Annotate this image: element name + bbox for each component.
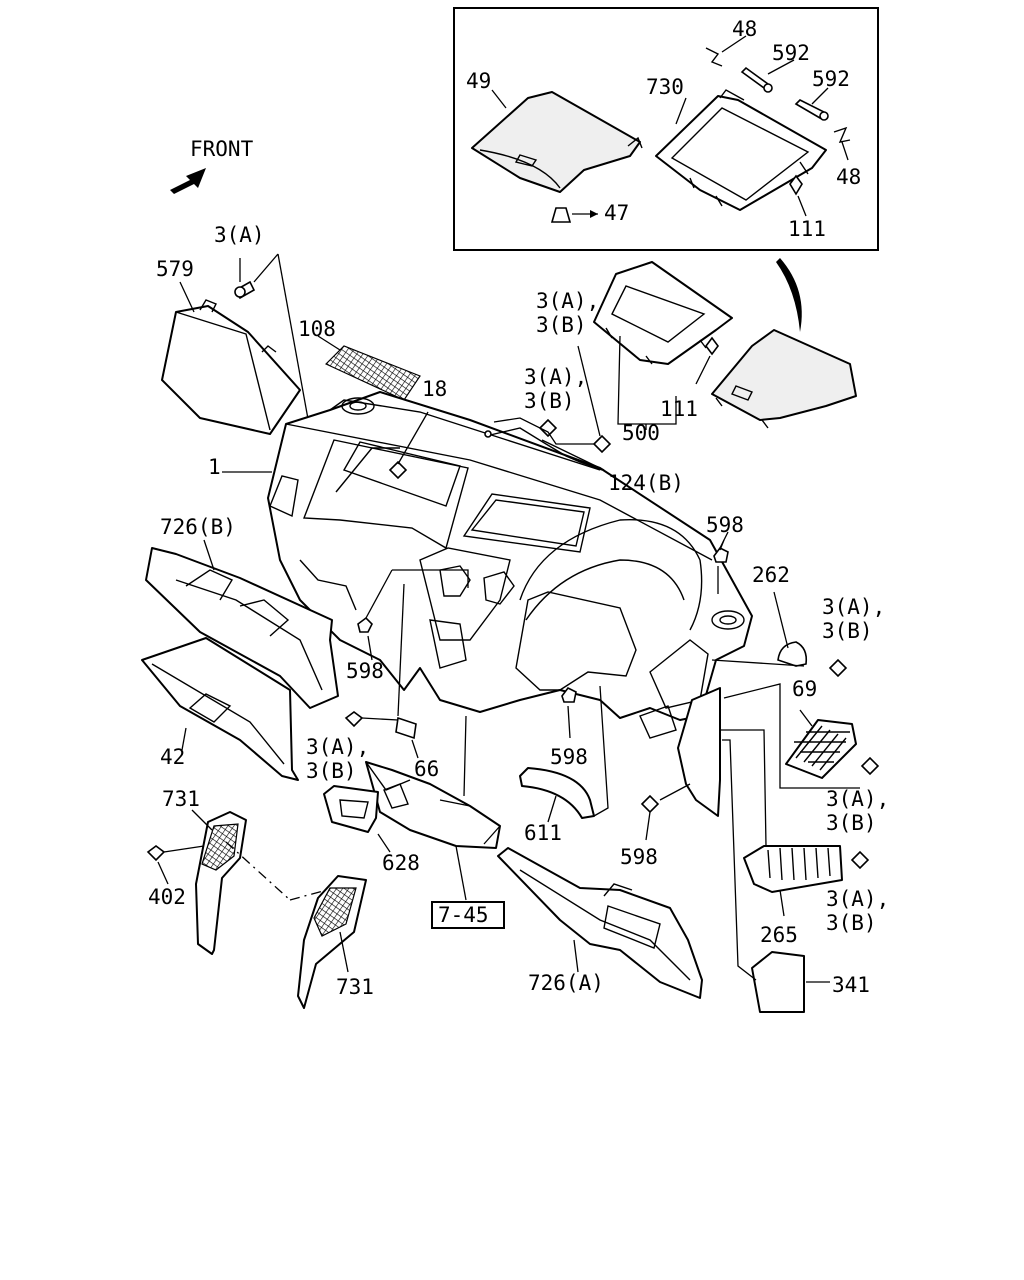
label-47: 47 [604,201,629,225]
inset-panel [453,7,879,251]
part-111-clip-inset [789,174,803,196]
label-598-b: 598 [346,659,384,683]
part-66-bolt [395,716,417,740]
part-3ab-screw-r3 [850,850,870,870]
label-1: 1 [208,455,221,479]
label-3ab-r1-a: 3(A), [822,595,885,619]
label-3ab-r3-a: 3(A), [826,887,889,911]
part-48-clip-top [705,47,723,67]
part-598-clip-a [713,546,729,563]
label-front: FRONT [190,137,254,161]
label-592-b: 592 [812,67,850,91]
label-598-a: 598 [706,513,744,537]
label-265: 265 [760,923,798,947]
label-731-a: 731 [162,787,200,811]
label-108: 108 [298,317,336,341]
part-611-trim [519,767,595,819]
label-111-inset: 111 [788,217,826,241]
part-3ab-screw-r2 [860,756,880,776]
part-579-panel [161,305,301,435]
label-731-b: 731 [336,975,374,999]
label-7-45: 7-45 [438,903,489,927]
part-592-screw-a [740,66,770,90]
part-49-lid [471,91,641,193]
part-3ab-screw-left [344,711,364,728]
part-42-glovebox [141,637,299,781]
part-3ab-screw-center [538,418,558,438]
label-611: 611 [524,821,562,845]
label-579: 579 [156,257,194,281]
label-598-d: 598 [620,845,658,869]
label-3ab-r3-b: 3(B) [826,911,877,935]
label-592-a: 592 [772,41,810,65]
label-3ab-l-b: 3(B) [306,759,357,783]
part-124b-cable [485,427,603,471]
part-3ab-screw-c2 [592,434,612,454]
part-111-clip [705,336,719,356]
label-730: 730 [646,75,684,99]
part-side-panel-right [677,687,721,817]
part-730-frame [655,95,827,211]
vent-grille [794,725,850,771]
label-66: 66 [414,757,439,781]
label-402: 402 [148,885,186,909]
label-42: 42 [160,745,185,769]
label-3ab-mid-b: 3(B) [524,389,575,413]
ref-box-7-45 [431,901,505,929]
part-1-dashboard [267,391,753,739]
part-598-clip-d [640,794,660,814]
part-598-clip-c [561,686,577,703]
part-628-panel [323,785,379,833]
label-3ab-l-a: 3(A), [306,735,369,759]
vent-265-fins [767,847,831,881]
label-3ab-r2-a: 3(A), [826,787,889,811]
label-124b: 124(B) [608,471,684,495]
label-3ab-c-b: 3(B) [536,313,587,337]
label-69: 69 [792,677,817,701]
label-341: 341 [832,973,870,997]
front-arrow-icon [170,168,206,194]
label-726b: 726(B) [160,515,236,539]
curved-reference-mark [776,258,802,332]
part-726b-frame [145,547,339,709]
part-598-clip-b [357,616,373,633]
label-726a: 726(A) [528,971,604,995]
part-lid-right [711,329,857,421]
part-69-vent [785,719,857,779]
label-500: 500 [622,421,660,445]
part-47-clip [550,207,572,223]
part-48-clip-right [833,126,851,143]
label-3ab-r1-b: 3(B) [822,619,873,643]
label-111-mid: 111 [660,397,698,421]
label-3a-top: 3(A) [214,223,265,247]
label-49: 49 [466,69,491,93]
part-402-screw [146,845,166,862]
label-48-top: 48 [732,17,757,41]
part-108-mesh [324,345,421,401]
label-48-right: 48 [836,165,861,189]
label-3ab-r2-b: 3(B) [826,811,877,835]
part-726a-panel [497,847,703,999]
label-628: 628 [382,851,420,875]
part-262 [777,641,808,667]
label-598-c: 598 [550,745,588,769]
part-18-bolt [388,460,408,480]
label-3ab-c-a: 3(A), [536,289,599,313]
label-262: 262 [752,563,790,587]
part-341-cover [751,951,805,1013]
label-3ab-mid-a: 3(A), [524,365,587,389]
part-3ab-screw-r1 [828,658,848,678]
label-18: 18 [422,377,447,401]
